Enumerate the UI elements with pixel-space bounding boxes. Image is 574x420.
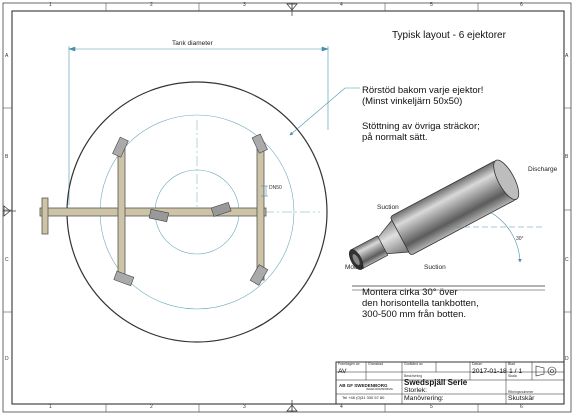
col-label-5-bottom: 5 — [430, 404, 433, 410]
suction-bottom-label: Suction — [424, 264, 446, 271]
angle-label: 30° — [516, 236, 524, 242]
title-block — [335, 361, 565, 405]
outer-frame — [2, 2, 572, 413]
series-title: Swedspjäll Serie — [404, 378, 468, 387]
branch-pipe-right — [256, 145, 265, 281]
ejector-bottom-left — [113, 270, 135, 287]
col-label-2-bottom: 2 — [150, 404, 153, 410]
drawing-no-label: Ritningsnummer — [508, 390, 534, 394]
col-label-2: 2 — [150, 2, 153, 8]
note-bracing: Stöttning av övriga sträckor; på normalt… — [362, 121, 480, 143]
drawing-no-value: Skutskär — [508, 395, 535, 402]
row-label-d-right: D — [565, 356, 569, 362]
row-label-b-right: B — [565, 154, 569, 160]
col-label-4: 4 — [340, 2, 343, 8]
sheet-value: 1 / 1 — [509, 368, 523, 375]
drawn-by-value: AV — [338, 368, 347, 375]
company-phone: Tel +46 (0)31 330 57 80 — [342, 395, 385, 400]
checked-label: Granskad — [368, 362, 384, 366]
row-label-c: C — [5, 257, 9, 263]
date-value: 2017-01-18 — [472, 368, 507, 375]
scale-label: Skala — [508, 374, 517, 378]
ejector-top-right — [251, 133, 268, 154]
suction-top-label: Suction — [377, 204, 399, 211]
row-label-c-right: C — [565, 257, 569, 263]
ejector-bottom-right — [249, 264, 269, 286]
inner-frame — [11, 10, 565, 405]
ejector-centre-left — [148, 208, 169, 223]
col-label-3: 3 — [243, 2, 246, 8]
motive-label: Motive — [345, 264, 365, 271]
col-label-1: 1 — [49, 2, 52, 8]
col-label-3-bottom: 3 — [243, 404, 246, 410]
inlet-flange — [41, 197, 49, 235]
row-label-d: D — [5, 356, 9, 362]
operation-label: Manövrering: — [404, 395, 444, 402]
branch-pipe-left — [117, 144, 126, 282]
date-label: Datum — [472, 362, 483, 366]
row-label-b: B — [5, 154, 9, 160]
projection-icon — [535, 365, 557, 377]
size-label: Storlek: — [404, 387, 428, 394]
col-label-6: 6 — [520, 2, 523, 8]
drawing-title: Typisk layout - 6 ejektorer — [392, 30, 506, 41]
description-label: Beskrivning — [404, 374, 423, 378]
row-label-a-right: A — [565, 53, 569, 59]
note-mounting: Montera cirka 30° över den horisontella … — [362, 287, 479, 320]
tank-diameter-dimension — [68, 46, 329, 205]
discharge-label: Discharge — [528, 166, 558, 173]
col-label-1-bottom: 1 — [49, 404, 52, 410]
discharge-end — [493, 159, 520, 200]
col-label-5: 5 — [430, 2, 433, 8]
ejector-centre-right — [210, 202, 232, 217]
col-label-4-bottom: 4 — [340, 404, 343, 410]
ejector-top-left — [112, 136, 129, 158]
tank-diameter-label: Tank diameter — [172, 40, 213, 47]
row-label-a: A — [5, 53, 9, 59]
sheet-label: Blad — [508, 362, 516, 366]
pipe-system — [39, 133, 269, 287]
company-name: AB GF SWEDENBORG — [339, 383, 388, 388]
col-label-6-bottom: 6 — [520, 404, 523, 410]
ejector-detail — [349, 159, 520, 270]
company-sub: INGENJÖRSFIRMA — [366, 387, 393, 391]
angle-arc — [489, 211, 522, 263]
approved-label: Godkänd av — [404, 362, 423, 366]
note-support: Rörstöd bakom varje ejektor! (Minst vink… — [362, 85, 484, 107]
drawn-by-label: Framtagen av — [338, 362, 360, 366]
note-leader — [289, 87, 360, 136]
dn-label: DN50 — [269, 185, 282, 191]
